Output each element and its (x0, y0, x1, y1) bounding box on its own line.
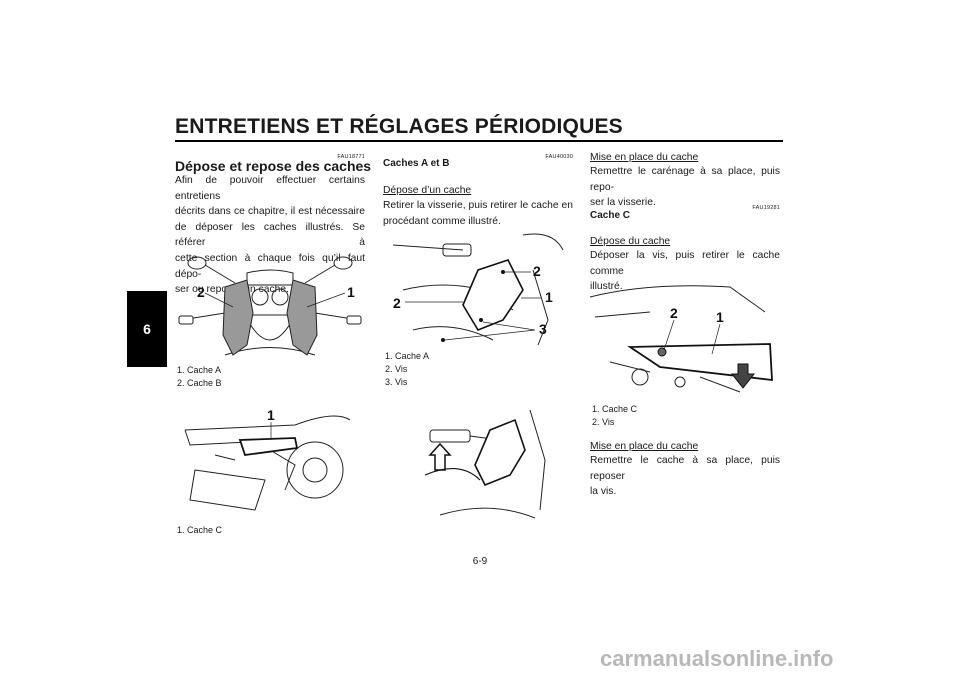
instruction-paragraph: Remettre le cache à sa place, puis repos… (590, 453, 780, 500)
text-line: ser la visserie. (590, 197, 656, 209)
caption-line: 1. Cache C (177, 525, 223, 535)
instruction-paragraph: Déposer la vis, puis retirer le cache co… (590, 248, 780, 295)
reference-code: FAU18771 (337, 154, 365, 160)
text-line: Afin de pouvoir effectuer certains entre… (175, 175, 365, 202)
figure-captions: 1. Cache A 2. Cache B (177, 364, 222, 390)
motorcycle-front-illustration (178, 256, 362, 356)
fairing-illustration (392, 233, 564, 346)
screw (657, 347, 667, 357)
motorcycle-side-illustration (184, 415, 351, 511)
figure-captions: 1. Cache C (177, 524, 222, 537)
cache-a (462, 259, 524, 331)
section-heading: Cache C (590, 210, 631, 221)
callout-label: 2 (197, 284, 205, 300)
text-line: illustré. (590, 281, 623, 293)
text-line: Remettre le cache à sa place, puis repos… (590, 455, 780, 482)
figure-cache-a-removal: 2 1 2 3 (392, 233, 564, 346)
watermark: carmanualsonline.info (600, 646, 834, 671)
page-number: 6-9 (472, 556, 488, 567)
subheading: Dépose d’un cache (383, 185, 472, 196)
cache-b-right (286, 279, 318, 356)
subheading: Dépose du cache (590, 236, 671, 247)
page-title: ENTRETIENS ET RÉGLAGES PÉRIODIQUES (175, 115, 623, 138)
caption-line: 1. Cache C (592, 404, 638, 414)
figure-cache-c-removal: 2 1 (589, 285, 773, 393)
callout-label: 1 (545, 289, 553, 305)
caption-line: 3. Vis (385, 377, 408, 387)
callout-label: 3 (539, 321, 547, 337)
reference-code: FAU40030 (545, 154, 573, 160)
caption-line: 2. Vis (592, 417, 615, 427)
reference-code: FAU19281 (752, 205, 780, 211)
callout-label: 2 (393, 295, 401, 311)
cache-c (238, 437, 299, 456)
figure-captions: 1. Cache C 2. Vis (592, 403, 637, 429)
instruction-paragraph: Remettre le carénage à sa place, puis re… (590, 164, 780, 211)
text-line: cette section à chaque fois qu’il faut d… (175, 252, 365, 280)
figure-side-cache-c: 1 (184, 407, 351, 511)
cache-a-left (222, 279, 254, 356)
header-rule (175, 140, 783, 142)
text-line: de déposer les caches illustrés. Se réfé… (175, 221, 365, 249)
subheading: Mise en place du cache (590, 441, 699, 452)
arrow-up-icon (428, 442, 452, 471)
text-line: procédant comme illustré. (383, 215, 501, 227)
text-line: Remettre le carénage à sa place, puis re… (590, 166, 780, 193)
text-line: Retirer la visserie, puis retirer le cac… (383, 200, 573, 211)
callout-label: 2 (670, 305, 678, 321)
motorcycle-rear-illustration (589, 285, 766, 393)
callout-label: 1 (267, 407, 275, 423)
callout-label: 2 (533, 263, 541, 279)
chapter-tab: 6 (127, 291, 167, 367)
caption-line: 2. Cache B (177, 378, 222, 388)
caption-line: 1. Cache A (177, 365, 222, 375)
cache-a (474, 418, 526, 487)
fairing-illustration (429, 409, 546, 519)
text-line: la vis. (590, 486, 617, 498)
caption-line: 1. Cache A (385, 351, 430, 361)
text-line: décrits dans ce chapitre, il est nécessa… (175, 206, 365, 218)
section-heading: Dépose et repose des caches (175, 158, 372, 174)
text-line: Déposer la vis, puis retirer le cache co… (590, 250, 780, 277)
caption-line: 2. Vis (385, 364, 408, 374)
arrow-down-icon (730, 363, 756, 389)
figure-handlebar-covers: 2 1 (178, 256, 362, 356)
figure-cache-removal-direction (424, 409, 546, 519)
section-heading: Caches A et B (383, 158, 450, 169)
callout-label: 1 (716, 309, 724, 325)
instruction-paragraph: Retirer la visserie, puis retirer le cac… (383, 198, 573, 229)
callout-label: 1 (347, 284, 355, 300)
figure-captions: 1. Cache A 2. Vis 3. Vis (385, 350, 429, 389)
subheading: Mise en place du cache (590, 152, 699, 163)
